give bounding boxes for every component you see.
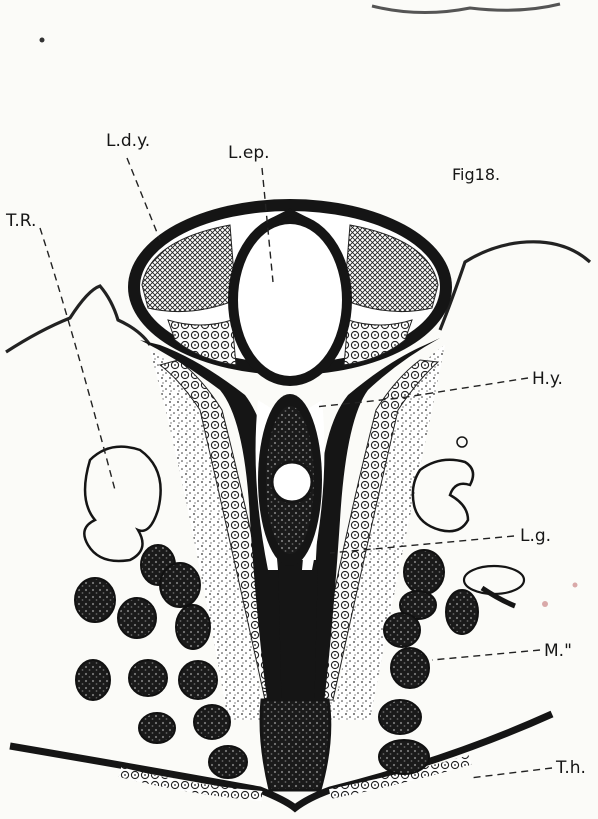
label-lg: L.g.	[520, 526, 551, 546]
nodule	[118, 598, 156, 638]
lumen-cavity	[238, 224, 342, 376]
right-organ-outline	[413, 460, 473, 531]
nodule	[75, 578, 115, 622]
nodule	[76, 660, 110, 700]
nodule	[379, 700, 421, 734]
nodule	[384, 613, 420, 647]
paper-speck	[40, 38, 45, 43]
nodule	[209, 746, 247, 778]
nodule	[391, 648, 429, 688]
body-wall-right	[440, 242, 590, 330]
nodule	[176, 605, 210, 649]
tr-organ-outline	[84, 447, 160, 561]
paper-speck	[573, 583, 578, 588]
label-tr: T.R.	[5, 211, 36, 231]
leader-m	[432, 650, 540, 660]
label-ldy: L.d.y.	[106, 131, 150, 151]
nodule	[446, 590, 478, 634]
label-m: M."	[544, 641, 572, 661]
leader-th	[470, 768, 552, 778]
basal-mass	[261, 700, 330, 790]
nodule	[379, 740, 429, 774]
nerve-loop	[464, 566, 524, 594]
body-wall-left	[6, 286, 150, 352]
label-lep: L.ep.	[228, 143, 270, 163]
label-hy: H.y.	[532, 369, 563, 389]
nerve-bundle	[482, 588, 515, 606]
nodule	[129, 660, 167, 696]
nodule	[160, 563, 200, 607]
hypophysis-lumen	[272, 462, 312, 502]
stalk-column	[278, 560, 318, 722]
nodule	[194, 705, 230, 739]
figure-title: Fig18.	[452, 165, 500, 184]
nodule	[179, 661, 217, 699]
leader-ldy	[127, 158, 160, 240]
paper-speck	[542, 601, 548, 607]
label-th: T.h.	[555, 758, 586, 778]
nodule	[404, 550, 444, 594]
scan-edge-mark	[372, 4, 560, 13]
nodule	[139, 713, 175, 743]
small-vesicle	[457, 437, 467, 447]
